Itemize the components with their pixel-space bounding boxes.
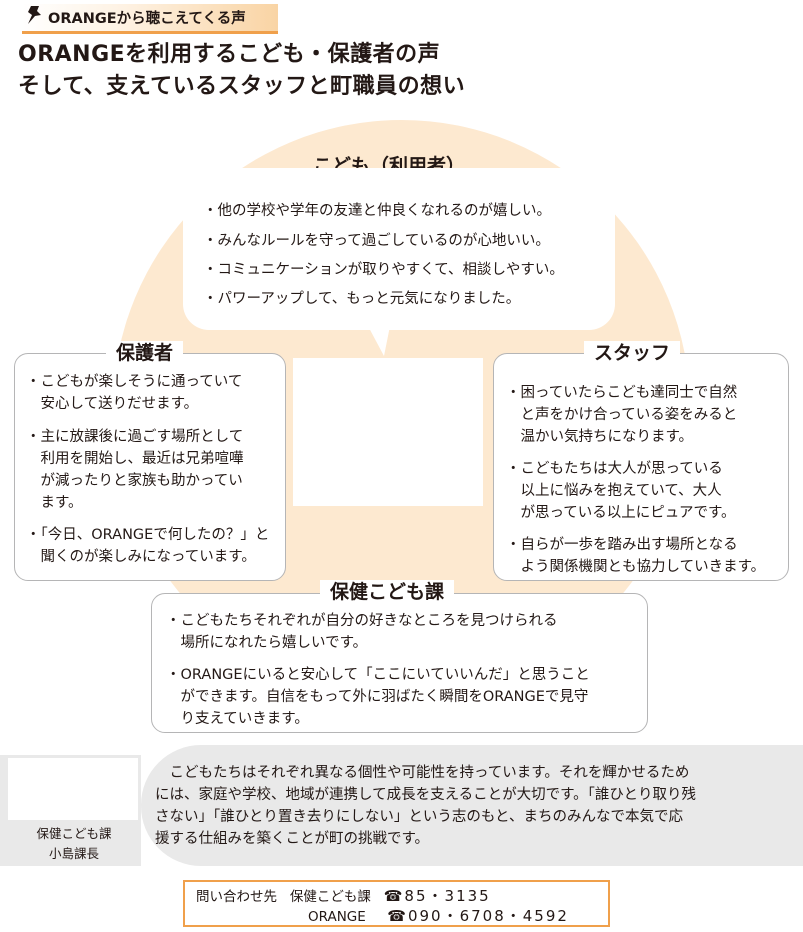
- staff-title: スタッフ: [584, 341, 681, 365]
- photo-placeholder: [293, 358, 483, 506]
- health-dept-line: ができます。自信をもって外に羽ばたく瞬間をORANGEで見守: [166, 689, 589, 705]
- message-band: [141, 745, 803, 866]
- guardians-line: ・主に放課後に過ごす場所として: [26, 429, 244, 445]
- health-dept-box: [151, 593, 648, 733]
- guardians-line: ます。: [26, 495, 83, 511]
- contact-label: 問い合わせ先: [196, 889, 277, 905]
- guardians-title: 保護者: [106, 341, 184, 365]
- caption-dept: 保健こども課: [36, 826, 112, 841]
- page-title-line-2: そして、支えているスタッフと町職員の想い: [18, 74, 466, 99]
- header-tag: ORANGEから聴こえてくる声: [48, 11, 246, 27]
- health-dept-line: ・ORANGEにいると安心して「ここにいていいんだ」と思うこと: [166, 667, 590, 683]
- staff-line: ・自らが一歩を踏み出す場所となる: [506, 537, 738, 553]
- staff-line: 温かい気持ちになります。: [506, 429, 694, 445]
- health-dept-title: 保健こども課: [320, 580, 455, 604]
- contact-row-org: ORANGE ☎090・6708・4592: [308, 905, 569, 926]
- caption-name: 小島課長: [48, 846, 99, 861]
- contact-row-dept: 問い合わせ先 保健こども課 ☎85・3135: [196, 885, 491, 906]
- staff-line: ・困っていたらこども達同士で自然: [506, 385, 738, 401]
- guardians-line: 利用を開始し、最近は兄弟喧嘩: [26, 451, 244, 467]
- staff-line: よう関係機関とも協力していきます。: [506, 559, 766, 575]
- health-dept-line: 場所になれたら嬉しいです。: [166, 635, 368, 651]
- message-line: こどもたちはそれぞれ異なる個性や可能性を持っています。それを輝かせるため: [155, 765, 690, 781]
- staff-box: [493, 353, 789, 581]
- message-line: には、家庭や学校、地域が連携して成長を支えることが大切です。「誰ひとり取り残: [155, 787, 696, 803]
- contact-org-phone: ☎090・6708・4592: [387, 907, 569, 925]
- contact-dept-phone: ☎85・3135: [383, 887, 491, 905]
- page-title-line-1: ORANGEを利用するこども・保護者の声: [18, 42, 441, 67]
- contact-org: ORANGE: [308, 909, 366, 925]
- contact-box: [183, 880, 610, 927]
- health-dept-line: り支えていきます。: [166, 711, 309, 727]
- guardians-line: ・「今日、ORANGEで何したの？」と: [26, 527, 270, 543]
- message-line: 援する仕組みを築くことが町の挑戦です。: [155, 831, 430, 847]
- portrait-photo: [8, 758, 138, 820]
- staff-line: と声をかけ合っている姿をみると: [506, 407, 738, 423]
- guardians-line: が減ったりと家族も助かってい: [26, 473, 243, 489]
- staff-line: ・こどもたちは大人が思っている: [506, 461, 723, 477]
- guardians-box: [14, 353, 286, 581]
- message-line: さない」「誰ひとり置き去りにしない」という志のもと、まちのみんなで本気で応: [155, 809, 683, 825]
- contact-dept: 保健こども課: [289, 889, 371, 905]
- staff-line: 以上に悩みを抱えていて、大人: [506, 483, 722, 499]
- pushpin-icon: [28, 6, 41, 24]
- guardians-line: 聞くのが楽しみになっています。: [26, 549, 256, 565]
- guardians-line: 安心して送りだせます。: [26, 396, 199, 412]
- staff-line: が思っている以上にピュアです。: [506, 505, 736, 521]
- header-tag-bar: [22, 4, 278, 34]
- health-dept-line: ・こどもたちそれぞれが自分の好きなところを見つけられる: [166, 613, 558, 629]
- guardians-line: ・こどもが楽しそうに通っていて: [26, 374, 243, 390]
